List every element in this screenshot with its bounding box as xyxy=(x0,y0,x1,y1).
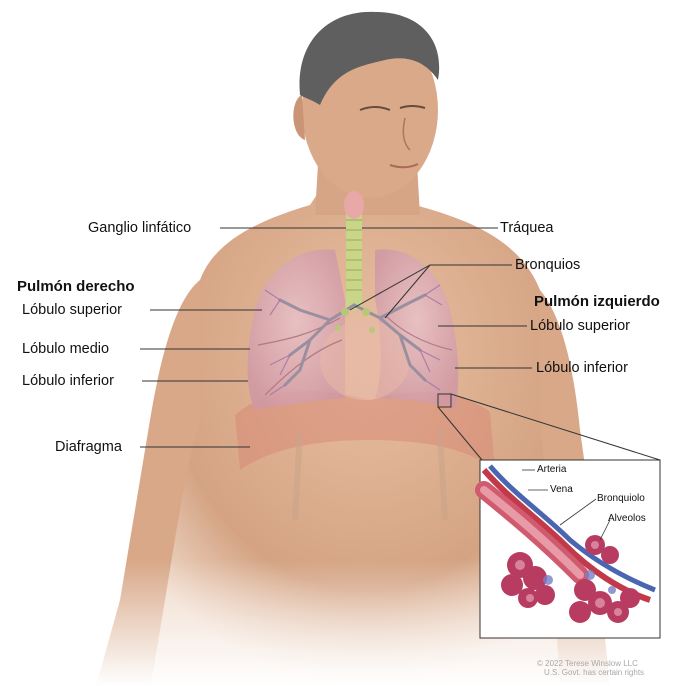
label-bronquiolo: Bronquiolo xyxy=(597,493,645,504)
zoom-marker xyxy=(437,393,452,408)
ear xyxy=(293,95,305,140)
label-pulmon-derecho: Pulmón derecho xyxy=(17,278,135,295)
label-der-superior: Lóbulo superior xyxy=(22,302,122,318)
bronchiole-detail xyxy=(475,464,656,623)
hair xyxy=(299,11,440,105)
copyright-credit: © 2022 Terese Winslow LLC U.S. Govt. has… xyxy=(537,659,644,677)
label-der-inferior: Lóbulo inferior xyxy=(22,373,114,389)
credit-line-1: © 2022 Terese Winslow LLC xyxy=(537,659,638,668)
label-der-medio: Lóbulo medio xyxy=(22,341,110,357)
right-lung xyxy=(247,249,345,410)
label-izq-inferior: Lóbulo inferior xyxy=(536,360,628,376)
label-izq-superior: Lóbulo superior xyxy=(530,318,630,334)
label-pulmon-izquierdo: Pulmón izquierdo xyxy=(534,293,660,310)
heart xyxy=(320,320,410,400)
label-vena: Vena xyxy=(550,484,573,495)
larynx xyxy=(344,191,364,219)
leader-lines xyxy=(140,227,532,448)
trachea xyxy=(346,200,362,310)
diaphragm xyxy=(235,390,495,470)
label-alveolos: Alveolos xyxy=(608,513,646,524)
label-traquea: Tráquea xyxy=(500,220,554,236)
lymph-nodes xyxy=(335,308,375,333)
credit-line-2: U.S. Govt. has certain rights xyxy=(544,668,645,678)
label-diafragma: Diafragma xyxy=(55,439,122,455)
label-ganglio: Ganglio linfático xyxy=(88,220,192,236)
label-bronquios: Bronquios xyxy=(515,257,581,273)
label-arteria: Arteria xyxy=(537,464,567,475)
